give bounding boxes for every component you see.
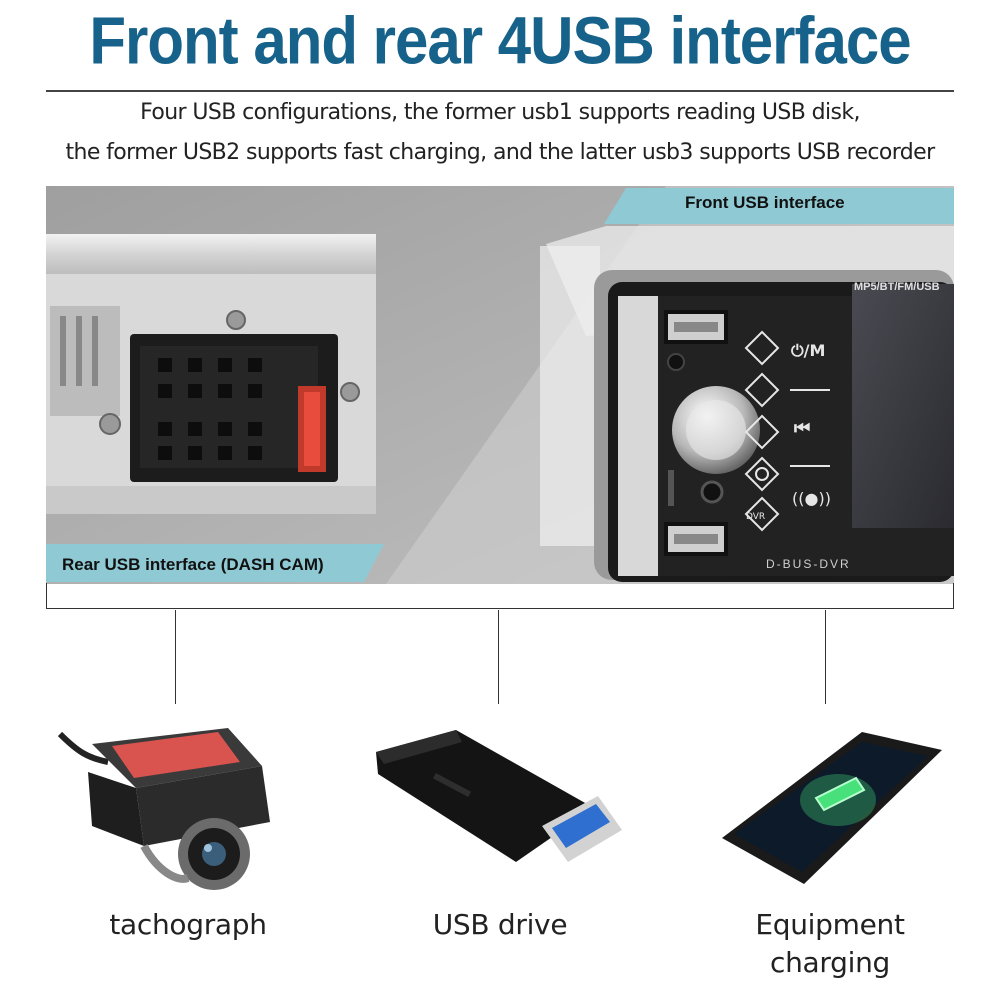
header-divider: [46, 90, 954, 92]
svg-text:DVR: DVR: [746, 512, 765, 522]
power-mode-button: ⏻/M: [791, 341, 825, 360]
front-usb-label: Front USB interface: [685, 193, 845, 212]
bracket-left-edge: [46, 583, 47, 609]
bracket-right-edge: [953, 583, 954, 609]
usb-drive-icon: [372, 722, 628, 872]
page-title: Front and rear 4USB interface: [89, 2, 911, 79]
smartphone-icon: [716, 728, 948, 888]
device-top-text: MP5/BT/FM/USB: [854, 281, 940, 293]
connector-line-charging: [825, 610, 826, 704]
device-bottom-text: D-BUS-DVR: [766, 557, 851, 571]
bracket-bar: [46, 608, 954, 609]
connector-line-usb-drive: [498, 610, 499, 704]
connector-line-tachograph: [175, 610, 176, 704]
caption-usb-drive: USB drive: [432, 908, 568, 941]
description-line-2: the former USB2 supports fast charging, …: [65, 140, 935, 165]
caption-equipment-charging: Equipment charging: [755, 908, 905, 979]
caption-tachograph: tachograph: [109, 908, 267, 941]
description-line-1: Four USB configurations, the former usb1…: [140, 100, 860, 125]
head-unit-illustration: ⏻/M ⏮ ((●)) DVR MP5/BT/FM/USB D-BUS-DVR: [46, 186, 954, 584]
rear-usb-label: Rear USB interface (DASH CAM): [62, 555, 324, 574]
dash-cam-icon: [48, 722, 288, 892]
svg-text:((●)): ((●)): [792, 489, 831, 508]
svg-text:⏮: ⏮: [794, 418, 810, 439]
product-photo-panel: ⏻/M ⏮ ((●)) DVR MP5/BT/FM/USB D-BUS-DVR: [46, 186, 954, 584]
